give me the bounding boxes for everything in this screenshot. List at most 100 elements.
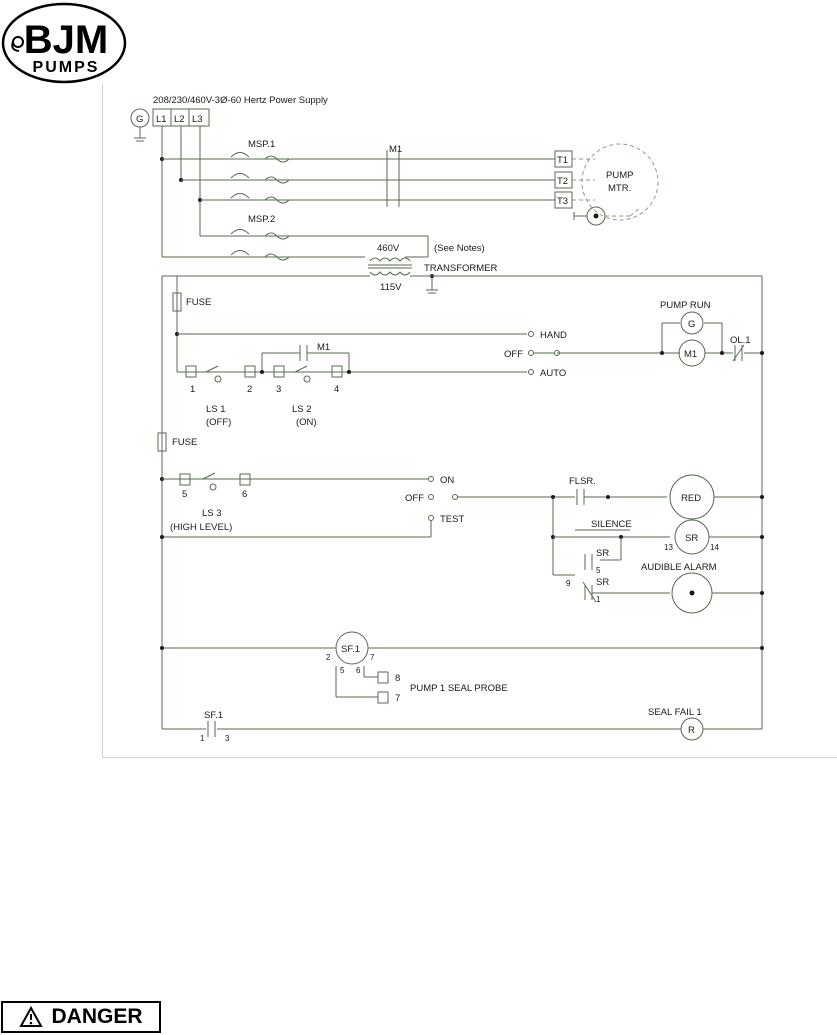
pump-run-light: G: [680, 311, 704, 335]
pump-motor-label-1: PUMP: [606, 170, 633, 181]
m1-contactor: [386, 150, 400, 207]
seal-fail-light: R: [680, 717, 704, 741]
t2-label: T2: [557, 176, 568, 187]
danger-label: DANGER: [51, 1005, 143, 1028]
test-label: TEST: [440, 514, 464, 525]
ls3-label: LS 3: [202, 508, 222, 519]
pump-run-label: PUMP RUN: [660, 300, 711, 311]
sf1-pin-7: 7: [370, 653, 375, 662]
sr-contact-b-label: SR: [596, 577, 609, 588]
msp1-breaker: [230, 152, 290, 204]
sf1-pin-6: 6: [356, 666, 361, 675]
line-terminal-block: L1 L2 L3: [152, 108, 210, 127]
terminal-1: 1: [190, 384, 195, 395]
sf1-relay-label: SF.1: [341, 644, 360, 655]
terminal-6: 6: [242, 489, 247, 500]
sr-contact-b: [582, 581, 597, 603]
sr-terminal-13: 13: [664, 543, 673, 552]
msp2-label: MSP.2: [248, 214, 275, 225]
pump-run-light-label: G: [688, 319, 695, 330]
pump-motor: PUMP MTR.: [573, 143, 659, 226]
m1-aux-contact: [260, 345, 351, 374]
ls1-switch: [185, 365, 256, 383]
fuse-1-label: FUSE: [186, 297, 211, 308]
ls2-label: LS 2: [292, 404, 312, 415]
sf1-contact-1: 1: [200, 734, 205, 743]
schematic-frame: [102, 84, 837, 758]
ls3-state: (HIGH LEVEL): [170, 522, 232, 533]
m1-contactor-label: M1: [389, 144, 402, 155]
flasher-label: FLSR.: [569, 476, 596, 487]
terminal-5: 5: [182, 489, 187, 500]
sf1-pin-2: 2: [326, 653, 331, 662]
fuse-1: FUSE: [172, 292, 211, 312]
m1-coil-label: M1: [684, 349, 697, 360]
red-alarm-light: RED: [669, 474, 715, 520]
sr-terminal-9: 9: [566, 579, 571, 588]
ls2-state: (ON): [296, 417, 317, 428]
on-label: ON: [440, 475, 454, 486]
ground-label: G: [136, 114, 143, 125]
pump-motor-label-2: MTR.: [608, 183, 631, 194]
seal-probe-label: PUMP 1 SEAL PROBE: [410, 683, 508, 694]
ls1-label: LS 1: [206, 404, 226, 415]
fuse-2: FUSE: [157, 432, 197, 452]
terminal-3: 3: [276, 384, 281, 395]
warning-triangle-icon: [19, 1006, 44, 1027]
sr-terminal-1: 1: [596, 595, 601, 604]
logo-main-text: BJM: [24, 18, 108, 62]
hand-label: HAND: [540, 330, 567, 341]
ground-terminal: G: [130, 108, 150, 142]
bjm-pumps-logo: BJM PUMPS: [1, 2, 127, 84]
audible-alarm-horn: [671, 572, 713, 614]
logo-sub-text: PUMPS: [33, 59, 100, 76]
msp2-breaker: [230, 229, 290, 261]
ls3-switch: [179, 472, 251, 491]
silence-relay-label: SR: [685, 533, 698, 544]
flasher-contact: [576, 489, 585, 505]
motor-terminals: T1 T2 T3: [554, 150, 573, 209]
transformer-label: TRANSFORMER: [424, 263, 498, 274]
seal-probe-terminals: [377, 671, 389, 704]
terminal-4: 4: [334, 384, 339, 395]
t1-label: T1: [557, 155, 568, 166]
sr-terminal-5: 5: [596, 566, 601, 575]
msp1-label: MSP.1: [248, 139, 275, 150]
pump-swirl-icon: [11, 36, 24, 52]
red-light-label: RED: [681, 493, 701, 504]
terminal-2: 2: [247, 384, 252, 395]
power-supply-title: 208/230/460V-3Ø-60 Hertz Power Supply: [153, 95, 328, 106]
audible-alarm-label: AUDIBLE ALARM: [641, 562, 717, 573]
transformer-note: (See Notes): [434, 243, 485, 254]
silence-relay: SR: [674, 519, 710, 555]
sr-terminal-14: 14: [710, 543, 719, 552]
probe-terminal-7: 7: [395, 693, 400, 704]
sr-contact-a: [584, 554, 593, 570]
l1-label: L1: [156, 114, 167, 125]
ol1-label: OL.1: [730, 335, 751, 346]
seal-fail-light-label: R: [688, 725, 695, 736]
sf1-relay: SF.1: [335, 631, 369, 665]
sf1-pin-5: 5: [340, 666, 345, 675]
sf1-contact-label: SF.1: [204, 710, 223, 721]
l3-label: L3: [192, 114, 203, 125]
seal-fail-label: SEAL FAIL 1: [648, 707, 702, 718]
sf1-contact: [207, 721, 216, 737]
transformer-secondary-label: 115V: [380, 282, 402, 293]
off-label-1: OFF: [504, 349, 523, 360]
ls2-switch: [273, 365, 343, 383]
off-label-2: OFF: [405, 493, 424, 504]
transformer: [368, 257, 412, 276]
transformer-primary-label: 460V: [377, 243, 400, 254]
wiring-schematic: 208/230/460V-3Ø-60 Hertz Power Supply G …: [130, 95, 764, 743]
auto-label: AUTO: [540, 368, 566, 379]
t3-label: T3: [557, 196, 568, 207]
probe-terminal-8: 8: [395, 673, 400, 684]
ol1-contact: [732, 344, 745, 362]
m1-coil: M1: [678, 339, 706, 367]
m1-aux-label: M1: [317, 342, 330, 353]
silence-label: SILENCE: [591, 519, 632, 530]
fuse-2-label: FUSE: [172, 437, 197, 448]
l2-label: L2: [174, 114, 185, 125]
ls1-state: (OFF): [206, 417, 231, 428]
